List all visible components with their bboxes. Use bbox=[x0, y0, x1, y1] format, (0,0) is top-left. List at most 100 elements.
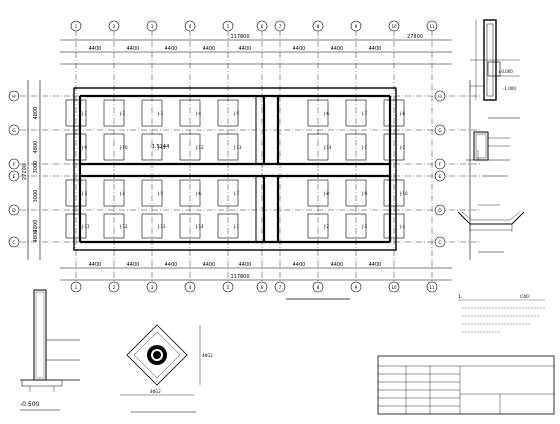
footing-label: J-3 bbox=[361, 224, 367, 229]
axis-bubble-top-label: 8 bbox=[317, 24, 320, 29]
bottom-span-dim: 4400 bbox=[293, 262, 306, 268]
footing-label: J-1 bbox=[361, 145, 367, 150]
footing-label: J-1 bbox=[81, 111, 87, 116]
footing-label: J-2 bbox=[323, 224, 329, 229]
footing-pad bbox=[307, 213, 329, 239]
axis-bubble-left-label: G bbox=[12, 128, 16, 134]
axis-bubble-left: E bbox=[8, 170, 20, 182]
notes-line-2: C40 bbox=[520, 294, 529, 300]
top-span-dim: 4400 bbox=[293, 46, 306, 52]
footing-pad bbox=[307, 179, 329, 207]
detail-top-right bbox=[470, 19, 520, 101]
axis-bubble-left-label: C bbox=[12, 240, 15, 246]
left-span-dim: 4800 bbox=[33, 230, 39, 243]
left-total-dim: 27200 bbox=[22, 164, 28, 180]
axis-bubble-bottom-label: 4 bbox=[189, 285, 192, 290]
axis-bubble-top-label: 4 bbox=[189, 24, 192, 29]
top-span-dim: 4400 bbox=[203, 46, 216, 52]
axis-bubble-right-label: E bbox=[439, 174, 442, 180]
top-span-dim: 4400 bbox=[127, 46, 140, 52]
footing-label: J-10 bbox=[119, 145, 128, 150]
axis-bubble-left: H bbox=[8, 90, 20, 102]
footing-label: J-6 bbox=[195, 191, 201, 196]
footing-pad bbox=[345, 213, 367, 239]
axis-bubble-bottom: 5 bbox=[222, 281, 234, 293]
footing-pad bbox=[179, 133, 201, 161]
axis-bubble-right-label: D bbox=[438, 208, 442, 214]
footing-pad bbox=[345, 179, 367, 207]
footing-label: J-7 bbox=[361, 111, 367, 116]
footing-pad bbox=[179, 99, 201, 127]
axis-bubble-top: 6 bbox=[256, 20, 268, 32]
axis-bubble-top: 2 bbox=[108, 20, 120, 32]
axis-bubble-bottom: 3 bbox=[146, 281, 158, 293]
axis-bubble-bottom-label: 6 bbox=[261, 285, 264, 290]
footing-label: J-2 bbox=[119, 111, 125, 116]
footing-pad bbox=[217, 133, 239, 161]
footing-label: J-5 bbox=[233, 111, 239, 116]
footing-label: J-11 bbox=[157, 145, 166, 150]
axis-bubble-bottom-label: 8 bbox=[317, 285, 320, 290]
footing-label: J-2 bbox=[399, 145, 405, 150]
footing-pad bbox=[179, 179, 201, 207]
axis-bubble-right-label: H bbox=[438, 94, 441, 100]
axis-bubble-left-label: D bbox=[12, 208, 16, 214]
axis-bubble-top: 3 bbox=[146, 20, 158, 32]
axis-bubble-top: 1 bbox=[70, 20, 82, 32]
axis-bubble-left-label: F bbox=[13, 162, 16, 168]
notes-block: 1. C40 bbox=[458, 294, 545, 333]
column-dim-right: 4Φ12 bbox=[202, 353, 213, 358]
footing-label: J-6 bbox=[323, 111, 329, 116]
bottom-span-dim: 4400 bbox=[203, 262, 216, 268]
bottom-span-dim: 4400 bbox=[127, 262, 140, 268]
axis-bubble-top: 7 bbox=[274, 20, 286, 32]
plan-elevation: -1.5244 bbox=[150, 144, 169, 150]
axis-bubble-bottom: 1 bbox=[70, 281, 82, 293]
axis-bubble-top: 10 bbox=[388, 20, 400, 32]
footing-label: J-14 bbox=[195, 224, 204, 229]
wall-section-detail bbox=[20, 289, 80, 411]
footing-label: J-7 bbox=[233, 191, 239, 196]
footing-label: J-8 bbox=[323, 191, 329, 196]
footing-label: J-5 bbox=[157, 191, 163, 196]
footing-label: J-4 bbox=[195, 111, 201, 116]
axis-bubble-bottom-label: 9 bbox=[355, 285, 358, 290]
axis-bubble-top: 5 bbox=[222, 20, 234, 32]
footing-pad bbox=[307, 99, 329, 127]
axis-bubble-bottom-label: 10 bbox=[391, 285, 397, 290]
bottom-span-dim: 4400 bbox=[89, 262, 102, 268]
footing-pad bbox=[103, 213, 125, 239]
left-span-dim: 4800 bbox=[33, 107, 39, 120]
axis-bubble-top-label: 11 bbox=[429, 24, 435, 29]
footing-pad bbox=[345, 133, 367, 161]
axis-bubble-bottom: 11 bbox=[426, 281, 438, 293]
axis-bubble-top-label: 10 bbox=[391, 24, 397, 29]
footing-label: J-8 bbox=[399, 111, 405, 116]
axis-bubble-left: C bbox=[8, 236, 20, 248]
bottom-total-dim: 117800 bbox=[230, 274, 249, 280]
footing-label: J-3 bbox=[81, 191, 87, 196]
axis-bubble-top: 8 bbox=[312, 20, 324, 32]
axis-bubble-bottom-label: 7 bbox=[279, 285, 282, 290]
footing-pad bbox=[217, 179, 239, 207]
top-span-dim: 4400 bbox=[331, 46, 344, 52]
left-span-dim: 3000 bbox=[33, 161, 39, 174]
axis-bubble-right: H bbox=[434, 90, 446, 102]
footing-pad bbox=[103, 99, 125, 127]
footing-label: J-13 bbox=[157, 224, 166, 229]
axis-bubble-left-label: E bbox=[13, 174, 16, 180]
axis-bubble-bottom-label: 2 bbox=[113, 285, 116, 290]
detail-mid-right bbox=[466, 131, 510, 161]
axis-bubble-top-label: 6 bbox=[261, 24, 264, 29]
footing-pad bbox=[217, 99, 239, 127]
top-span-dim: 4400 bbox=[89, 46, 102, 52]
footing-pad bbox=[65, 213, 87, 239]
axis-bubble-bottom-label: 3 bbox=[151, 285, 154, 290]
top-total-right-dim: 27800 bbox=[407, 34, 423, 40]
axis-bubble-bottom: 9 bbox=[350, 281, 362, 293]
bottom-span-dim: 4400 bbox=[331, 262, 344, 268]
left-span-dim: 3000 bbox=[33, 190, 39, 203]
footing-pad bbox=[65, 133, 87, 161]
footing-label: J-10 bbox=[399, 191, 408, 196]
